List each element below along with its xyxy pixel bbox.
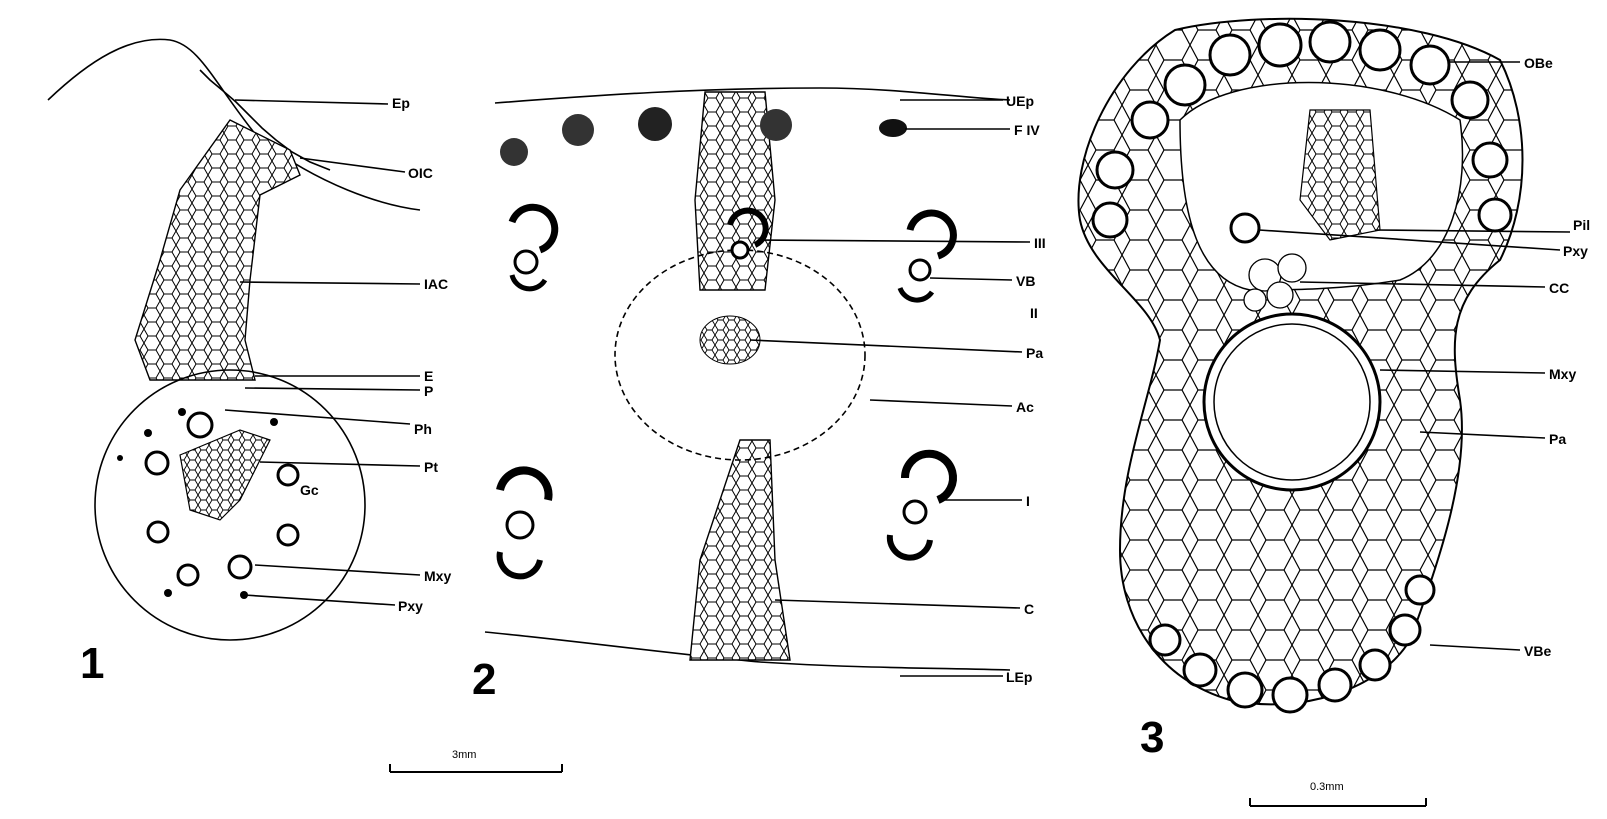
dot (117, 455, 123, 461)
label-c: C (1024, 601, 1034, 617)
label-mxy: Mxy (424, 568, 451, 584)
fiber-bundle (562, 114, 594, 146)
label-fiv: F IV (1014, 122, 1040, 138)
label-gc: Gc (300, 482, 319, 498)
leader-pxy (244, 595, 395, 605)
vascular-bundle-right-top (900, 213, 953, 300)
metaxylem-lumen (1214, 324, 1370, 480)
label-e: E (424, 368, 433, 384)
leader-c (775, 600, 1020, 608)
fiber-bundle (638, 107, 672, 141)
label-iac: IAC (424, 276, 448, 292)
bundle-d (178, 565, 198, 585)
figure-number-1: 1 (80, 639, 104, 688)
vascular-bundle-left-top (512, 207, 555, 289)
dot (164, 589, 172, 597)
label-obe: OBe (1524, 55, 1553, 71)
label-pa: Pa (1026, 345, 1043, 361)
figure-number-3: 3 (1140, 713, 1164, 762)
leader-vbe (1430, 645, 1520, 650)
vascular-bundle-i (890, 454, 953, 558)
figure-number-2: 2 (472, 655, 496, 704)
leader-ep (235, 100, 388, 104)
bundle-ph (188, 413, 212, 437)
fiber-bundle (500, 138, 528, 166)
label-uep: UEp (1006, 93, 1034, 109)
fiber-bundle-iv (879, 119, 907, 137)
label-pa: Pa (1549, 431, 1566, 447)
label-cc: CC (1549, 280, 1569, 296)
bundle-a (146, 452, 168, 474)
figure-3: OBe Pil Pxy CC Mxy Pa VBe 3 0.3mm (1078, 19, 1590, 806)
label-iii: III (1034, 235, 1046, 251)
label-vb: VB (1016, 273, 1035, 289)
label-pxy: Pxy (398, 598, 423, 614)
dot (270, 418, 278, 426)
figure-2: UEp F IV III VB II Pa Ac I C LEp 2 3mm (390, 88, 1046, 772)
label-i: I (1026, 493, 1030, 509)
dot (178, 408, 186, 416)
label-ph: Ph (414, 421, 432, 437)
label-ii: II (1030, 305, 1038, 321)
label-pxy: Pxy (1563, 243, 1588, 259)
pith-tissue (180, 430, 270, 520)
vascular-bundle-left-bottom (500, 470, 549, 576)
pxy-cell (1231, 214, 1259, 242)
label-vbe: VBe (1524, 643, 1551, 659)
label-pil: Pil (1573, 217, 1590, 233)
label-p: P (424, 383, 433, 399)
leader-ac (870, 400, 1012, 406)
label-pt: Pt (424, 459, 438, 475)
cortex-column (135, 120, 300, 380)
leader-pa (750, 340, 1022, 352)
lower-pillar (690, 440, 790, 660)
leader-p (245, 388, 420, 390)
leader-ph (225, 410, 410, 424)
bundle-mxy (229, 556, 251, 578)
dot (144, 429, 152, 437)
scale-label-1: 3mm (452, 749, 476, 761)
leader-vb (930, 278, 1012, 280)
bundle-b (148, 522, 168, 542)
label-mxy: Mxy (1549, 366, 1576, 382)
fiber-bundle (760, 109, 792, 141)
label-lep: LEp (1006, 669, 1032, 685)
bundle-gc (278, 465, 298, 485)
label-ep: Ep (392, 95, 410, 111)
bundle-c (278, 525, 298, 545)
scale-label-3: 0.3mm (1310, 781, 1344, 793)
label-oic: OIC (408, 165, 433, 181)
label-ac: Ac (1016, 399, 1034, 415)
leader-mxy (255, 565, 420, 575)
leader-iii (760, 240, 1030, 242)
figure-1: Ep OIC IAC E P Ph Pt Gc Mxy Pxy 1 (48, 39, 451, 688)
leader-iac (240, 282, 420, 284)
